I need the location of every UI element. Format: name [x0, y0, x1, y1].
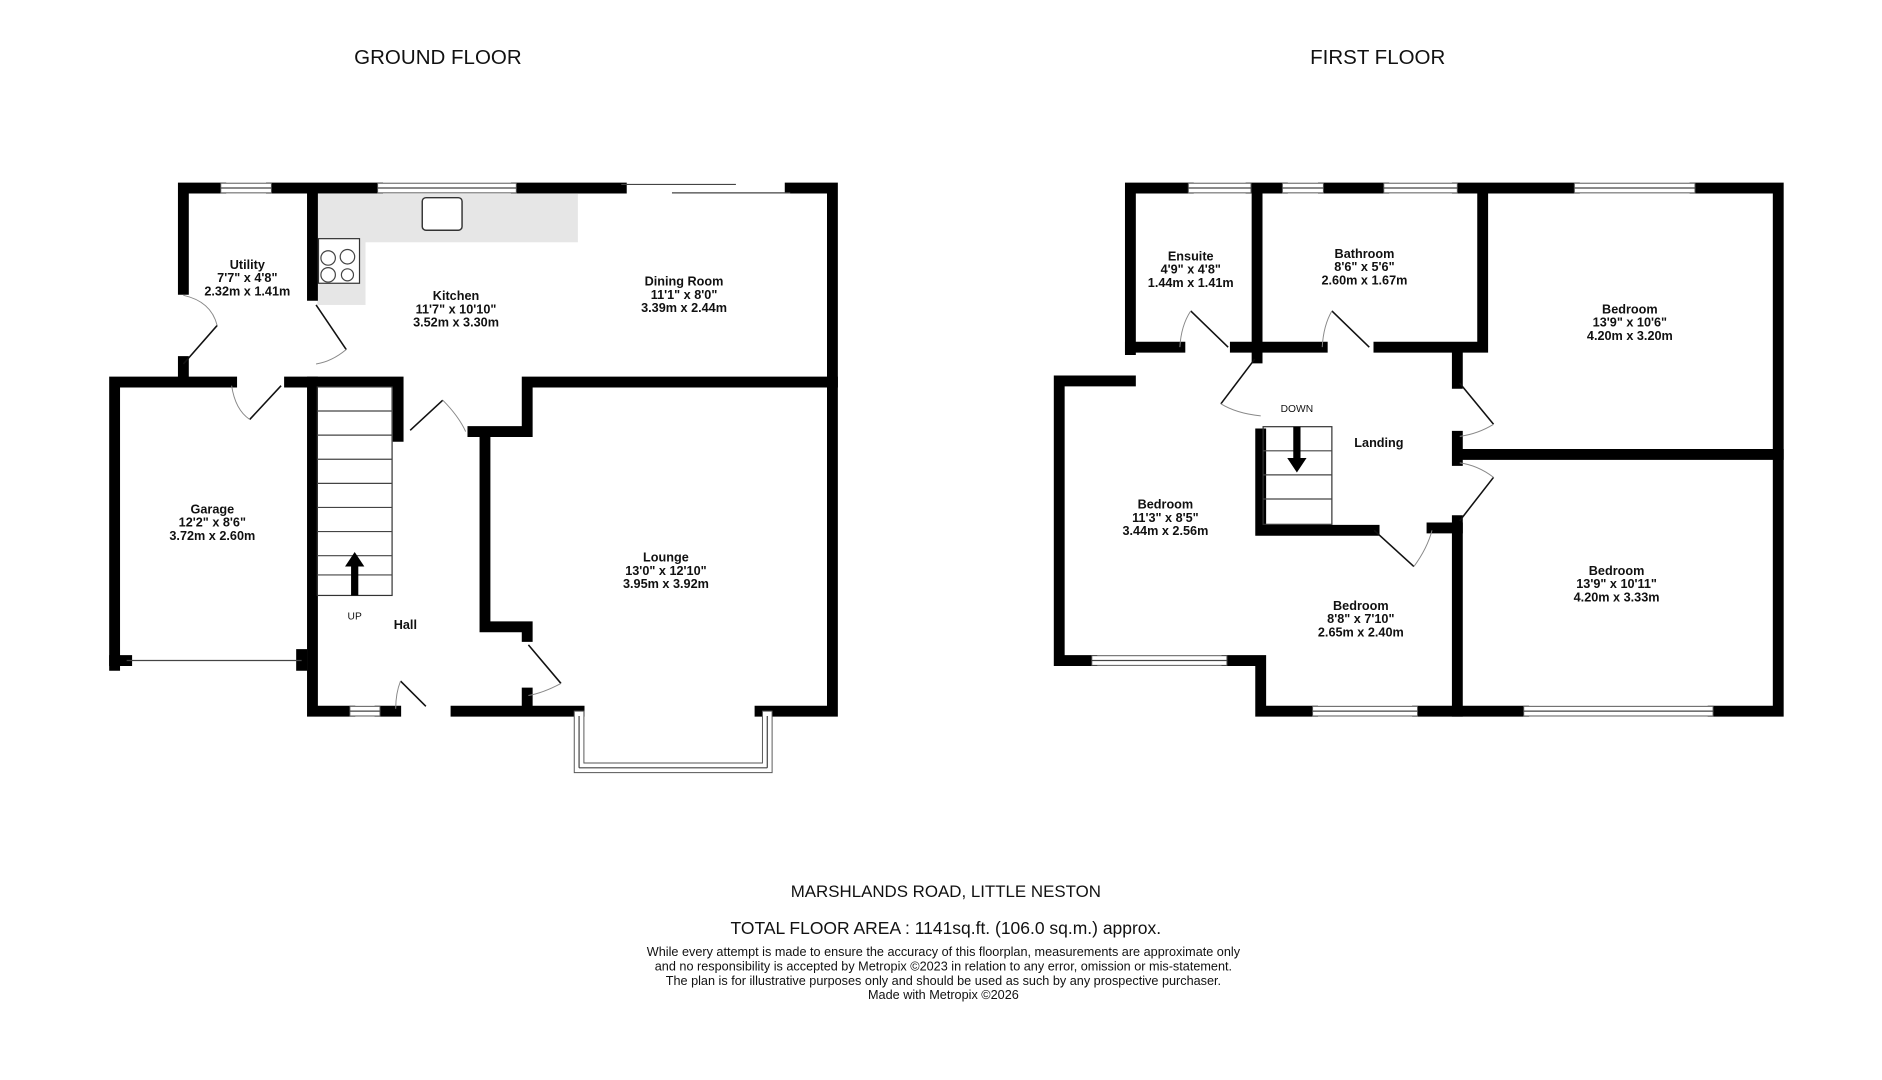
svg-text:Dining Room: Dining Room — [645, 275, 724, 289]
svg-text:3.44m x 2.56m: 3.44m x 2.56m — [1122, 524, 1208, 538]
svg-text:11'7" x 10'10": 11'7" x 10'10" — [416, 302, 497, 316]
svg-text:Ensuite: Ensuite — [1168, 249, 1214, 263]
svg-text:Utility: Utility — [230, 258, 265, 272]
svg-text:Made with Metropix ©2026: Made with Metropix ©2026 — [868, 988, 1019, 1002]
ground-floor-title: GROUND FLOOR — [354, 46, 522, 69]
svg-text:Bedroom: Bedroom — [1138, 498, 1194, 512]
doors — [1179, 310, 1495, 568]
svg-text:Garage: Garage — [191, 502, 235, 516]
arrow-down-icon — [1287, 426, 1307, 473]
svg-text:13'0" x 12'10": 13'0" x 12'10" — [625, 564, 706, 578]
room-label-landing: Landing — [1354, 436, 1403, 450]
svg-text:and no responsibility is accep: and no responsibility is accepted by Met… — [655, 959, 1232, 973]
stairs — [316, 386, 393, 597]
doors — [182, 294, 562, 709]
stairs — [1262, 426, 1333, 525]
hob-icon — [317, 238, 361, 284]
svg-text:4'9" x 4'8": 4'9" x 4'8" — [1161, 263, 1221, 277]
svg-text:Lounge: Lounge — [643, 551, 689, 565]
svg-text:While every attempt is made to: While every attempt is made to ensure th… — [647, 945, 1241, 959]
svg-text:Bedroom: Bedroom — [1333, 599, 1389, 613]
svg-text:8'6" x 5'6": 8'6" x 5'6" — [1334, 260, 1394, 274]
stairs-down-label: DOWN — [1281, 404, 1313, 415]
svg-text:8'8" x 7'10": 8'8" x 7'10" — [1327, 612, 1394, 626]
first-floor-title: FIRST FLOOR — [1310, 46, 1445, 69]
svg-text:4.20m x 3.20m: 4.20m x 3.20m — [1587, 329, 1673, 343]
property-address: MARSHLANDS ROAD, LITTLE NESTON — [791, 882, 1101, 901]
svg-text:2.60m x 1.67m: 2.60m x 1.67m — [1322, 273, 1408, 287]
svg-text:13'9" x 10'11": 13'9" x 10'11" — [1576, 577, 1657, 591]
svg-text:12'2" x 8'6": 12'2" x 8'6" — [179, 516, 246, 530]
stairs-up-label: UP — [348, 612, 362, 623]
sink-icon — [421, 196, 463, 231]
svg-text:4.20m x 3.33m: 4.20m x 3.33m — [1574, 590, 1660, 604]
svg-text:Kitchen: Kitchen — [433, 289, 479, 303]
svg-text:3.95m x 3.92m: 3.95m x 3.92m — [623, 577, 709, 591]
kitchen-counter — [317, 194, 578, 305]
svg-text:Bedroom: Bedroom — [1589, 564, 1645, 578]
svg-text:The plan is for illustrative p: The plan is for illustrative purposes on… — [666, 974, 1221, 988]
svg-text:2.65m x 2.40m: 2.65m x 2.40m — [1318, 625, 1404, 639]
room-label-hall: Hall — [394, 618, 417, 632]
svg-text:2.32m x 1.41m: 2.32m x 1.41m — [204, 284, 290, 298]
svg-text:7'7" x 4'8": 7'7" x 4'8" — [217, 271, 277, 285]
svg-text:13'9" x 10'6": 13'9" x 10'6" — [1593, 316, 1667, 330]
svg-text:11'1" x 8'0": 11'1" x 8'0" — [651, 288, 718, 302]
svg-text:1.44m x 1.41m: 1.44m x 1.41m — [1148, 276, 1234, 290]
svg-text:3.39m x 2.44m: 3.39m x 2.44m — [641, 301, 727, 315]
total-floor-area: TOTAL FLOOR AREA : 1141sq.ft. (106.0 sq.… — [731, 918, 1162, 938]
arrow-up-icon — [345, 552, 365, 596]
svg-text:3.52m x 3.30m: 3.52m x 3.30m — [413, 316, 499, 330]
svg-text:Bedroom: Bedroom — [1602, 302, 1658, 316]
svg-text:3.72m x 2.60m: 3.72m x 2.60m — [169, 529, 255, 543]
svg-text:11'3" x 8'5": 11'3" x 8'5" — [1132, 511, 1199, 525]
disclaimer: While every attempt is made to ensure th… — [647, 945, 1241, 1002]
svg-text:Bathroom: Bathroom — [1335, 247, 1395, 261]
